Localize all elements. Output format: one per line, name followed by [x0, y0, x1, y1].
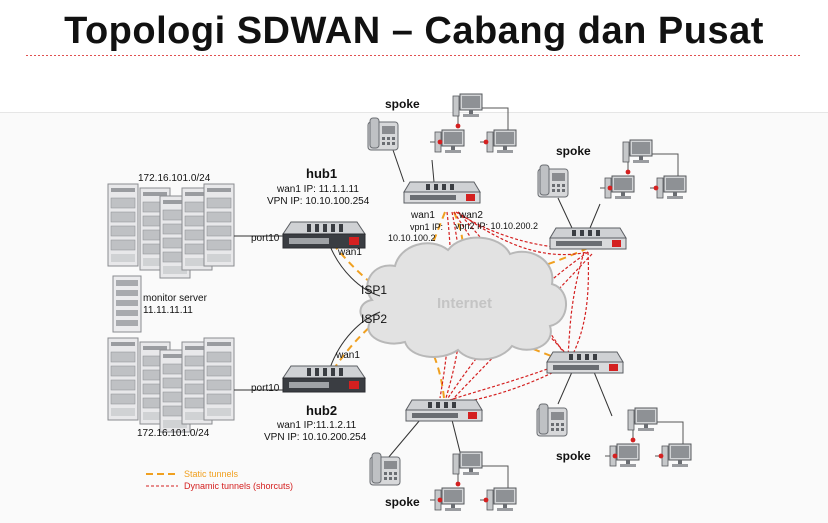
spoke-bottom-label: spoke: [385, 495, 420, 509]
spoke-right-bottom-device: [546, 351, 624, 374]
subnet-top-label: 172.16.101.0/24: [138, 173, 211, 184]
hub1-label: hub1: [306, 166, 337, 181]
spoke-bottom-lan: [430, 452, 516, 511]
spoke-bottom-links: [387, 419, 463, 461]
hub1-wan-label: wan1 IP: 11.1.1.11: [276, 184, 359, 195]
monitor-server-label: monitor server: [143, 293, 208, 304]
hub1-vpn-label: VPN IP: 10.10.100.254: [267, 196, 370, 207]
spoke-right-bottom-links: [557, 371, 613, 417]
slide-title: Topologi SDWAN – Cabang dan Pusat: [0, 10, 828, 56]
subnet-bottom-label: 172.16.101.0/24: [137, 428, 210, 439]
spoke-wan1-label: wan1: [410, 210, 435, 221]
lan-links: [234, 235, 381, 391]
slide-title-text: Topologi SDWAN – Cabang dan Pusat: [64, 10, 764, 52]
spoke-top-label: spoke: [385, 97, 420, 111]
legend-static-label: Static tunnels: [184, 469, 239, 479]
spoke-vpn1-label: vpn1 IP:: [410, 222, 443, 232]
monitor-ip-label: 11.11.11.11: [143, 305, 193, 316]
isp2-label: ISP2: [361, 312, 387, 326]
spoke-right-top-links: [557, 197, 601, 229]
hub2-wan1-label: wan1: [335, 350, 360, 361]
hub2-wan-label: wan1 IP:11.1.2.11: [276, 420, 357, 431]
spoke-top-device: [403, 181, 481, 204]
port10-bottom-label: port10: [251, 383, 280, 394]
hub2-vpn-label: VPN IP: 10.10.200.254: [264, 432, 367, 443]
spoke-vpn2-label: vpn2 IP: 10.10.200.2: [455, 221, 538, 231]
spoke-right-top-lan: [600, 140, 686, 199]
spellcheck-underline: [26, 55, 802, 56]
hub2-label: hub2: [306, 403, 337, 418]
port10-top-label: port10: [251, 233, 280, 244]
server-cluster-top: [107, 183, 235, 279]
spoke-right-bottom-lan: [605, 408, 691, 467]
spoke-bottom-device: [405, 399, 483, 422]
legend-dynamic-label: Dynamic tunnels (shorcuts): [184, 481, 293, 491]
spoke-top-lan: [430, 94, 516, 153]
server-cluster-bottom: [107, 337, 235, 433]
monitor-server: [112, 275, 142, 333]
spoke-right-bottom-phone: [536, 403, 568, 437]
spoke-top-phone: [367, 117, 399, 151]
spoke-right-top-device: [549, 227, 627, 250]
spoke-wan2-label: wan2: [458, 210, 483, 221]
hub2-device: [282, 365, 366, 393]
isp1-label: ISP1: [361, 283, 387, 297]
spoke-bottom-phone: [369, 452, 401, 486]
spoke-right-top-phone: [537, 164, 569, 198]
hub1-wan1-label: wan1: [337, 247, 362, 258]
spoke-vpn1-value: 10.10.100.2: [388, 233, 436, 243]
internet-cloud: [359, 236, 567, 361]
spoke-right-top-label: spoke: [556, 144, 591, 158]
legend: Static tunnels Dynamic tunnels (shorcuts…: [146, 469, 293, 491]
hub1-device: [282, 221, 366, 249]
spoke-top-links: [392, 149, 435, 183]
internet-label: Internet: [437, 295, 492, 312]
spoke-right-bottom-label: spoke: [556, 449, 591, 463]
